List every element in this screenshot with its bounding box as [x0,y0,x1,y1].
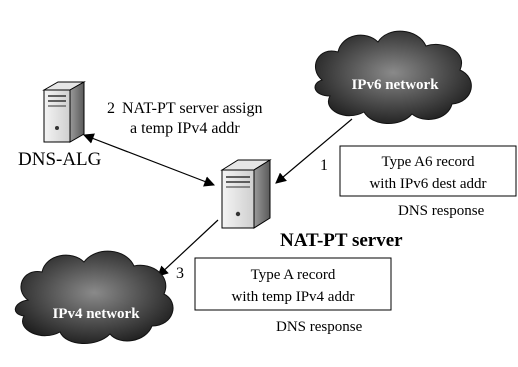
ipv4-network-label: IPv4 network [52,306,140,322]
link-dnsalg-natpt [82,133,216,187]
step3-number: 3 [176,265,184,282]
ipv6-network-label: IPv6 network [351,77,439,93]
step1-record-line1: Type A6 record [381,154,475,170]
ipv6-network-cloud: IPv6 network [314,30,472,124]
step2-line1: NAT-PT server assign [122,100,262,117]
step2-number: 2 [107,100,115,117]
nat-pt-server-icon [220,159,272,229]
step1-caption: DNS response [398,203,485,219]
step1-number: 1 [320,157,328,174]
dns-alg-label: DNS-ALG [18,149,102,170]
step3-record-line2: with temp IPv4 addr [232,289,355,305]
dns-alg-server-icon [42,81,86,143]
step1-record-line2: with IPv6 dest addr [369,176,486,192]
step1-record-box [339,145,517,197]
nat-pt-server-label: NAT-PT server [280,230,403,251]
link-ipv6-to-natpt [275,118,353,184]
ipv4-network-cloud: IPv4 network [14,250,174,345]
link-natpt-to-ipv4 [157,219,219,277]
step2-line2: a temp IPv4 addr [130,120,240,137]
step3-record-box [194,257,392,311]
step3-caption: DNS response [276,319,363,335]
step3-record-line1: Type A record [251,267,336,283]
